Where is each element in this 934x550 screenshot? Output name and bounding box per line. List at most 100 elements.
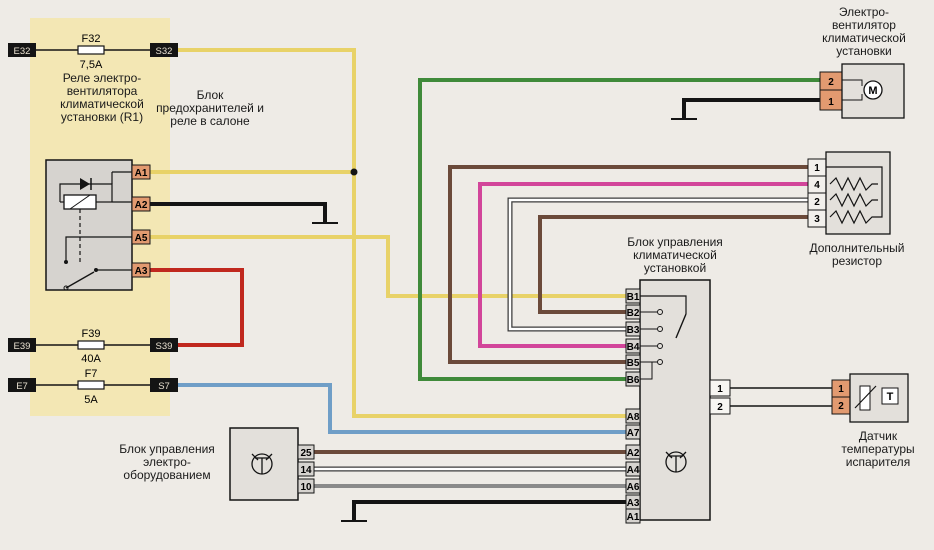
terminal-e32 <box>8 43 36 57</box>
wire-brown-r1 <box>448 165 808 364</box>
sensor-pin-1: 1 <box>838 384 844 395</box>
climate-ecu-body <box>639 279 711 521</box>
wire-yellow-a5 <box>150 235 626 298</box>
terminal-e7 <box>8 378 36 392</box>
fuse-f39-name: F39 <box>82 328 101 340</box>
climate-ecu-pin-a8: A8 <box>627 412 640 423</box>
climate-ecu-pin-b4: B4 <box>627 342 640 353</box>
wire-red <box>150 268 244 347</box>
fuse-f39: E39 F39 40A S39 <box>8 328 178 365</box>
terminal-s32 <box>150 43 178 57</box>
fuse-block-label: Блок предохранителей и реле в салоне <box>156 88 264 128</box>
climate-ecu-pin-b6: B6 <box>627 375 640 386</box>
climate-ecu-pin-b2: B2 <box>627 308 640 319</box>
fuse-f39-rating: 40A <box>81 353 101 365</box>
ecu-switch-contact <box>675 313 687 339</box>
sensor-symbol: T <box>887 391 894 403</box>
fuse-f7-body <box>77 380 105 390</box>
resistor-pin-1: 1 <box>814 163 820 174</box>
fuse-f32-rating: 7,5A <box>80 59 103 71</box>
evaporator-temp-sensor: 1 2 T <box>831 373 909 423</box>
fuse-f7-name: F7 <box>85 368 98 380</box>
electrical-ecu-body <box>229 427 299 501</box>
additional-resistor: 1 4 2 3 <box>807 151 891 235</box>
fuse-f7: E7 F7 5A S7 <box>8 368 178 406</box>
temp-sensor-label: Датчик температуры испарителя <box>841 429 915 469</box>
fuse-f32: E32 F32 7,5A S32 <box>8 33 178 71</box>
climate-ecu-pin-right-2: 2 <box>717 402 723 413</box>
sensor-pin-2: 2 <box>838 401 844 412</box>
terminal-s39 <box>150 338 178 352</box>
resistor-body <box>825 151 891 235</box>
resistor-coil-1 <box>829 176 878 192</box>
wire-black-a2 <box>150 202 327 222</box>
resistor-label: Дополнительный резистор <box>809 241 905 268</box>
climate-ecu-pin-a6-box <box>625 478 641 494</box>
climate-ecu-pin-a6: A6 <box>627 482 640 493</box>
wire-yellow-s32 <box>172 48 626 418</box>
sensor-body <box>849 373 909 423</box>
resistor-coil-3 <box>829 209 878 225</box>
relay-contact <box>65 271 95 289</box>
climate-ecu-pin-a3: A3 <box>627 498 640 509</box>
electrical-ecu-pin-25: 25 <box>300 448 312 459</box>
climate-ecu-pin-a8-box <box>625 408 641 424</box>
terminal-s32-label: S32 <box>156 46 173 57</box>
climate-ecu-pin-a1: A1 <box>627 512 640 523</box>
relay-pin-a1: A1 <box>135 168 148 179</box>
terminal-e7-label: E7 <box>16 381 28 392</box>
fan-label: Электро-вентилятор климатической установ… <box>822 5 906 58</box>
relay-pin-a2: A2 <box>135 200 148 211</box>
electrical-ecu-pin-10: 10 <box>300 482 312 493</box>
terminal-e32-label: E32 <box>14 46 31 57</box>
fan-pin-1: 1 <box>828 97 834 108</box>
fuse-f39-body <box>77 340 105 350</box>
terminal-s39-label: S39 <box>156 341 173 352</box>
climate-ecu-pin-a1-box <box>625 508 641 524</box>
electrical-control-unit: 25 14 10 <box>229 427 315 501</box>
junction-dot-yellow <box>350 168 358 176</box>
climate-ecu-pin-a2-box <box>625 444 641 460</box>
relay-r1: A1 A2 A5 A3 <box>45 159 151 291</box>
climate-ecu-pin-a7-box <box>625 424 641 440</box>
fan-body <box>841 63 905 119</box>
relay-pin-a5: A5 <box>135 233 148 244</box>
relay-pin-a3: A3 <box>135 266 148 277</box>
wire-blue <box>172 383 626 434</box>
climate-ecu-label: Блок управления климатической установкой <box>627 235 723 275</box>
fuse-f7-rating: 5A <box>84 394 98 406</box>
wire-black-fan <box>682 98 820 118</box>
terminal-s7-label: S7 <box>158 381 170 392</box>
relay-diode <box>80 178 90 190</box>
wire-black-ground <box>352 500 626 520</box>
wire-pink <box>478 182 808 348</box>
terminal-e39-label: E39 <box>14 341 31 352</box>
fuse-f32-body <box>77 45 105 55</box>
climate-ecu-pin-a4-box <box>625 461 641 477</box>
fuse-f32-name: F32 <box>82 33 101 45</box>
motor-symbol: M <box>868 85 877 97</box>
climate-ecu-pin-a4: A4 <box>627 465 640 476</box>
wire-brown-r3 <box>538 215 808 314</box>
climate-ecu-pin-b5: B5 <box>627 358 640 369</box>
fan-motor: 2 1 M <box>819 63 905 119</box>
motor-icon <box>863 80 883 100</box>
resistor-pin-2: 2 <box>814 197 820 208</box>
terminal-s7 <box>150 378 178 392</box>
climate-ecu-pin-a7: A7 <box>627 428 640 439</box>
resistor-pin-4: 4 <box>814 180 820 191</box>
terminal-e39 <box>8 338 36 352</box>
resistor-pin-3: 3 <box>814 214 820 225</box>
resistor-coil-2 <box>829 192 878 208</box>
electrical-ecu-label: Блок управления электро-оборудованием <box>119 442 215 482</box>
wire-green <box>418 78 820 381</box>
electrical-ecu-pin-14: 14 <box>300 465 312 476</box>
relay-label: Реле электро-вентилятора климатической у… <box>60 71 144 124</box>
climate-ecu-pin-b1: B1 <box>627 292 640 303</box>
relay-body <box>45 159 133 291</box>
fan-pin-2: 2 <box>828 77 834 88</box>
climate-ecu-pin-b3: B3 <box>627 325 640 336</box>
climate-ecu-pin-right-1: 1 <box>717 384 723 395</box>
